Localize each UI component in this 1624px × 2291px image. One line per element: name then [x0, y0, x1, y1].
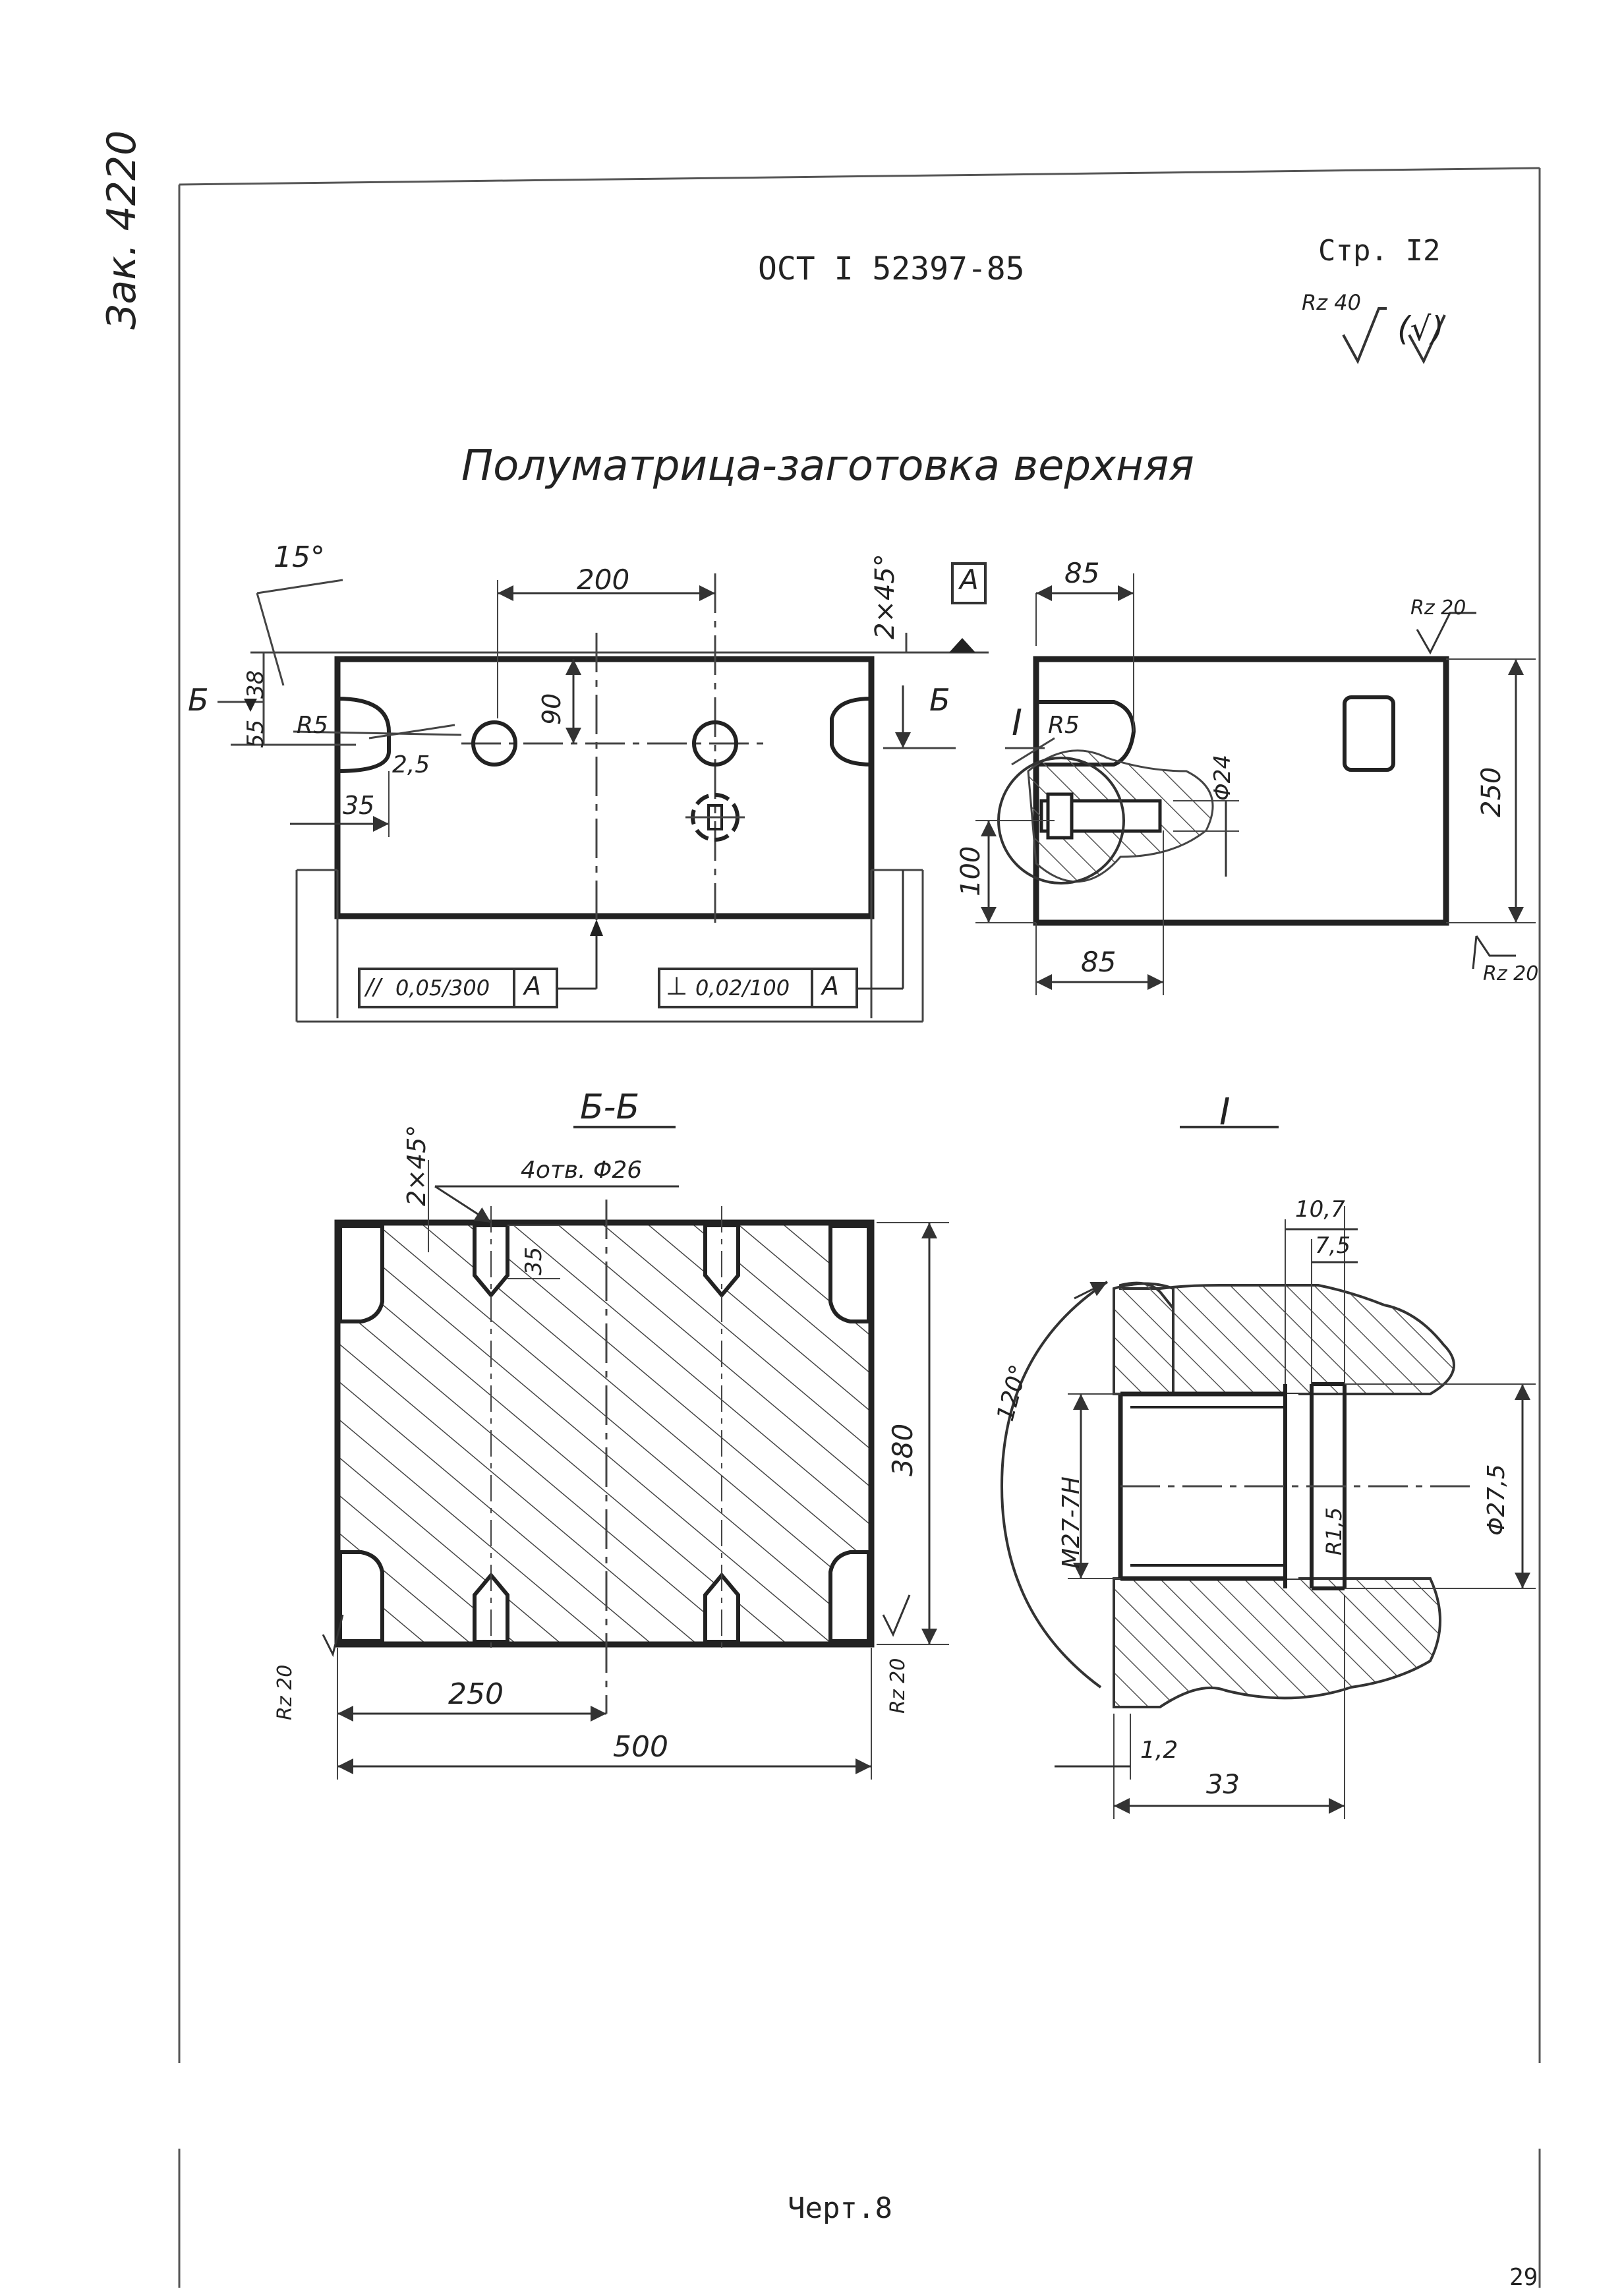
- front-dim-2-5: 2,5: [392, 751, 430, 778]
- detail-dim-7-5: 7,5: [1315, 1232, 1351, 1259]
- side-dim-85-bottom: 85: [1081, 946, 1116, 978]
- detail-view: [1000, 1126, 1536, 1819]
- tol-parallel-datum: A: [524, 972, 541, 1000]
- section-view-outline: [334, 1219, 875, 1648]
- side-dim-85-top: 85: [1064, 557, 1100, 589]
- detail-thread: M27-7H: [1058, 1476, 1085, 1569]
- section-title: Б-Б: [580, 1088, 640, 1127]
- section-depth: 35: [521, 1246, 547, 1275]
- side-roughness-bottom: Rz 20: [1483, 962, 1539, 985]
- side-dim-100: 100: [956, 846, 986, 896]
- detail-dim-10-7: 10,7: [1295, 1196, 1345, 1223]
- page-number: 29: [1509, 2264, 1538, 2291]
- section-roughness-right: Rz 20: [886, 1658, 910, 1714]
- front-view-outline: [334, 656, 875, 919]
- tol-perp-value: 0,02/100: [695, 975, 790, 1000]
- section-view: [322, 1126, 949, 1780]
- page-label: Стр. I2: [1318, 234, 1441, 268]
- side-roughness-top: Rz 20: [1410, 596, 1466, 620]
- detail-diameter: Φ27,5: [1483, 1464, 1510, 1536]
- tol-perp-symbol: ⊥: [666, 972, 688, 1000]
- sheet-frame: [178, 167, 1541, 2288]
- section-width: 500: [613, 1730, 668, 1764]
- front-dim-90: 90: [537, 693, 566, 725]
- tol-perp-datum: A: [822, 972, 839, 1000]
- drawing-label: Черт.8: [788, 2191, 892, 2225]
- front-dim-38: 38: [243, 670, 269, 699]
- section-half-width: 250: [448, 1677, 504, 1711]
- section-mark-right: Б: [929, 682, 950, 718]
- front-dim-200: 200: [577, 564, 630, 596]
- detail-radius: R1,5: [1321, 1507, 1347, 1555]
- section-roughness-left: Rz 20: [274, 1664, 297, 1720]
- side-radius: R5: [1048, 712, 1080, 739]
- section-height: 380: [886, 1423, 919, 1476]
- front-dim-55: 55: [243, 719, 269, 748]
- section-mark-left: Б: [188, 682, 209, 718]
- section-holes: 4отв. Φ26: [521, 1157, 643, 1184]
- front-dim-35: 35: [343, 791, 375, 820]
- front-radius: R5: [297, 712, 328, 739]
- front-datum-a: A: [960, 564, 979, 596]
- section-chamfer: 2×45°: [402, 1124, 431, 1206]
- tol-parallel-value: 0,05/300: [395, 975, 490, 1000]
- side-diameter: Φ24: [1209, 754, 1236, 801]
- front-angle-15: 15°: [274, 540, 325, 574]
- detail-dim-33: 33: [1206, 1770, 1240, 1800]
- roughness-general: Rz 40: [1302, 290, 1361, 315]
- drawing-title: Полуматрица-заготовка верхняя: [461, 442, 1194, 490]
- margin-note: Зак. 4220: [99, 130, 145, 330]
- front-view: [218, 562, 989, 1023]
- side-detail-mark: I: [1012, 702, 1022, 743]
- front-chamfer: 2×45°: [870, 554, 900, 639]
- side-view: [975, 573, 1536, 995]
- side-dim-250: 250: [1476, 767, 1507, 817]
- detail-title: I: [1219, 1091, 1231, 1134]
- standard-number: ОСТ I 52397-85: [758, 250, 1025, 287]
- roughness-symbol: [1342, 307, 1446, 364]
- tol-parallel-symbol: //: [366, 974, 381, 1000]
- roughness-other: (√): [1397, 310, 1444, 348]
- detail-dim-1-2: 1,2: [1140, 1737, 1178, 1764]
